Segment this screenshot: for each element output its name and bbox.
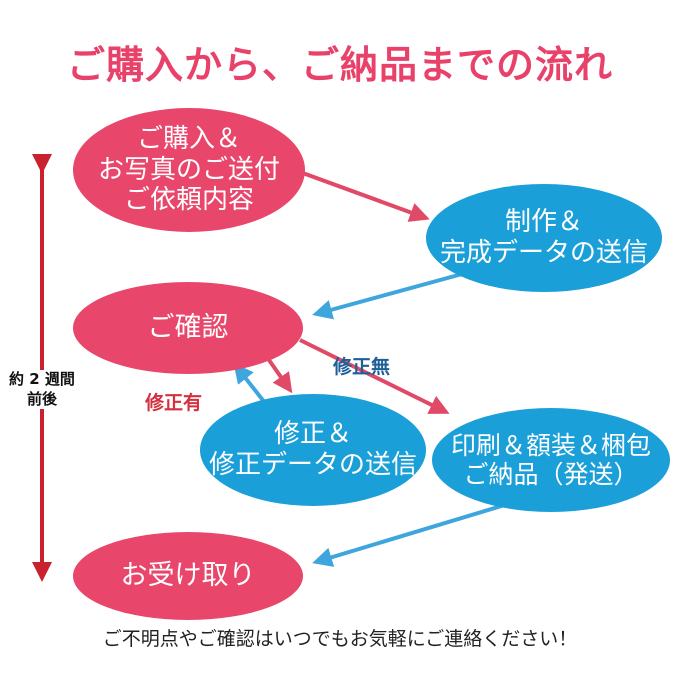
- node-revise: 修正＆ 修正データの送信: [200, 394, 426, 506]
- change-label: 修正有: [145, 392, 203, 414]
- footer-note: ご不明点やご確認はいつでもお気軽にご連絡ください！: [102, 628, 578, 650]
- page-title: ご購入から、ご納品までの流れ: [66, 43, 613, 87]
- node-produce: 制作＆ 完成データの送信: [426, 184, 662, 292]
- period-label: 約 2 週間 前後: [8, 370, 76, 409]
- arrow-order-to-produce: [299, 170, 430, 222]
- arrow-print-to-receive: [312, 502, 509, 567]
- arrow-produce-to-confirm: [312, 266, 485, 320]
- node-order: ご購入＆ お写真のご送付 ご依頼内容: [73, 108, 305, 232]
- no-change-label: 修正無: [333, 356, 391, 378]
- arrow-confirm-to-print: [299, 338, 450, 414]
- node-receive: お受け取り: [73, 532, 303, 620]
- node-confirm: ご確認: [73, 282, 303, 374]
- node-print: 印刷＆額装＆梱包 ご納品（発送）: [432, 408, 670, 512]
